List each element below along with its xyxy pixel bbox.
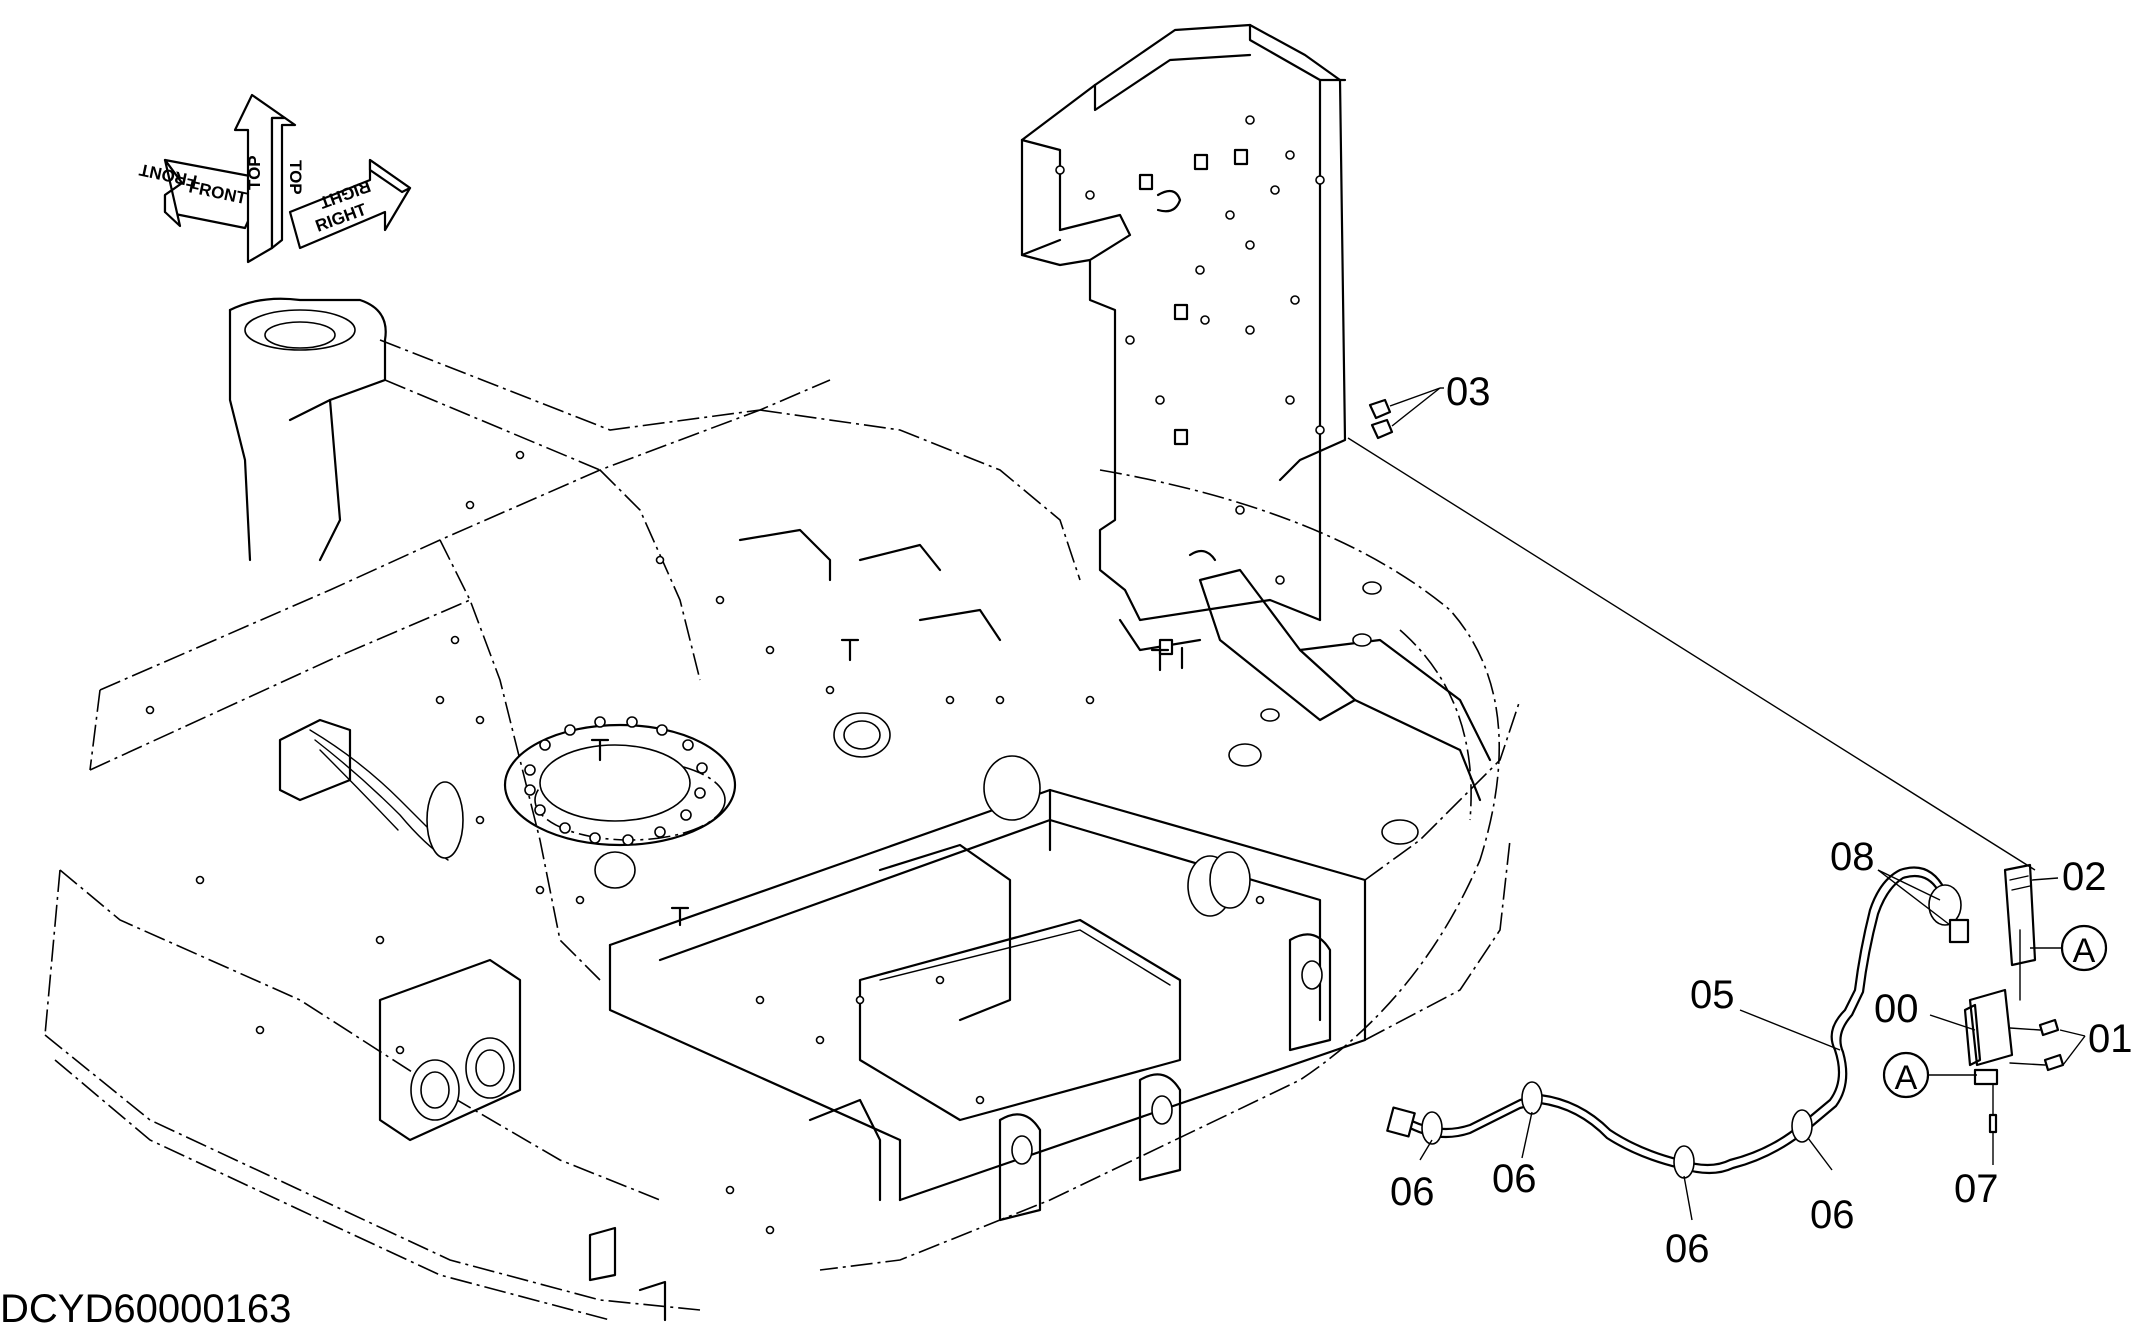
callout-labels: 03 08 02 05 00 01 06 06 06 06 07	[1390, 370, 2133, 1271]
callout-06-d: 06	[1810, 1193, 1855, 1237]
callout-06-c: 06	[1665, 1227, 1710, 1271]
callout-08: 08	[1830, 835, 1875, 879]
harness-part-05	[1386, 866, 1970, 1179]
frame-small-holes	[145, 450, 1265, 1235]
callout-03: 03	[1446, 370, 1491, 414]
callout-05: 05	[1690, 973, 1735, 1017]
panel-studs	[1138, 148, 1249, 656]
callout-07: 07	[1954, 1167, 1999, 1211]
top-label: TOP	[245, 155, 264, 190]
svg-text:A: A	[2073, 932, 2096, 970]
part-03-bolts	[1347, 387, 2036, 871]
detail-marker-upper: A	[2060, 924, 2108, 972]
document-id: DCYD60000163	[0, 1287, 291, 1331]
upper-frame-assembly	[44, 297, 1521, 1322]
svg-text:TOP: TOP	[286, 160, 305, 195]
panel-holes	[1055, 115, 1325, 585]
orientation-arrows-icon: FRONT FRONT TOP TOP RIGHT RIGHT	[137, 93, 412, 264]
swing-ring-bolt-holes	[524, 716, 708, 846]
sensor-assembly	[1963, 863, 2065, 1134]
callout-06-b: 06	[1492, 1157, 1537, 1201]
callout-00: 00	[1874, 987, 1919, 1031]
callout-01: 01	[2088, 1017, 2133, 1061]
callout-02: 02	[2062, 855, 2107, 899]
leader-lines	[1419, 387, 2086, 1221]
detail-marker-lower: A	[1882, 1051, 1930, 1099]
svg-text:A: A	[1895, 1059, 1918, 1097]
callout-06-a: 06	[1390, 1170, 1435, 1214]
vertical-panel	[1020, 23, 1492, 845]
